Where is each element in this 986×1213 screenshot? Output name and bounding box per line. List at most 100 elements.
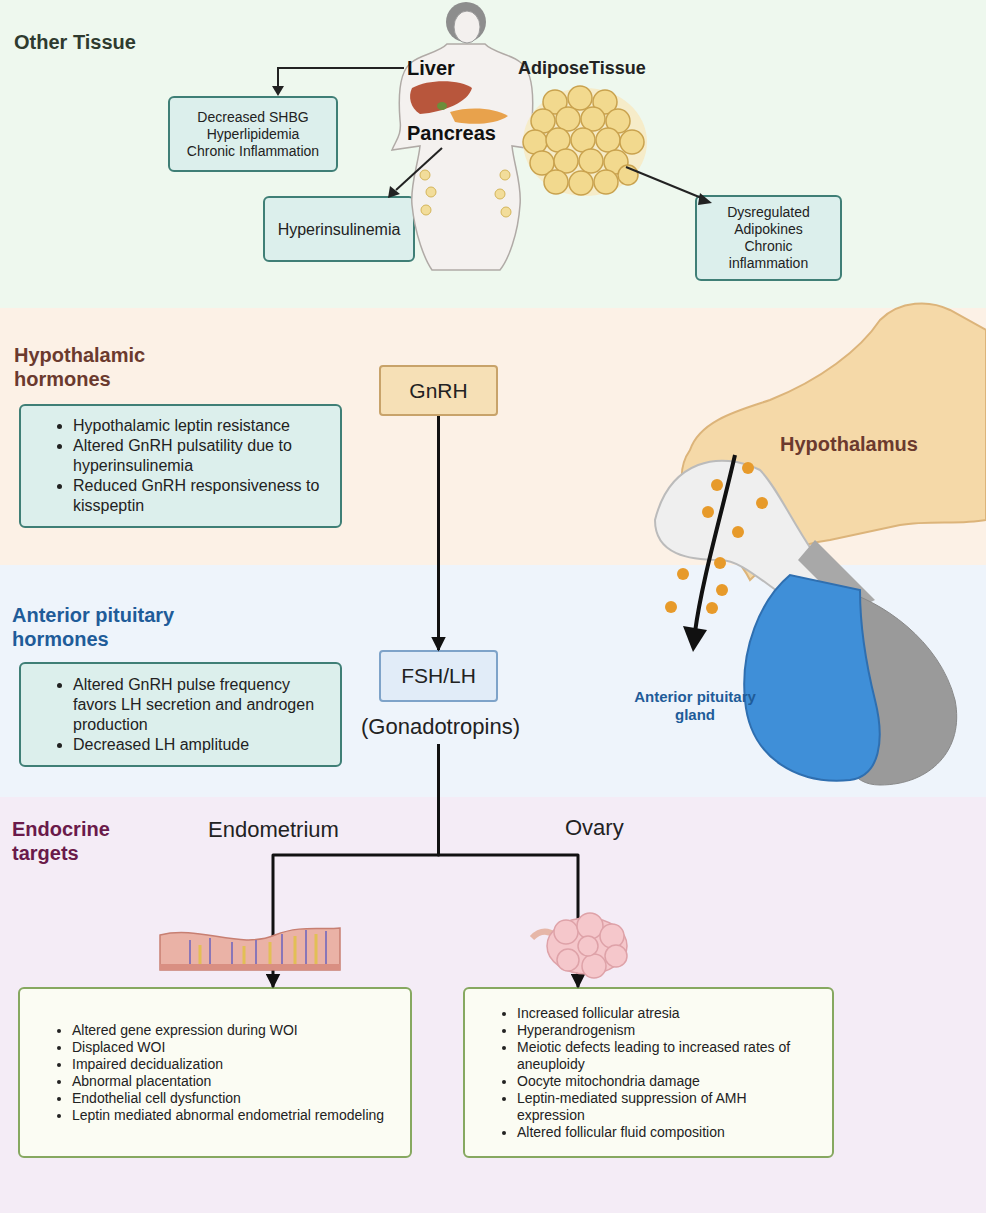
leader-arrowheads bbox=[272, 86, 712, 205]
box-text: Chronic Inflammation bbox=[187, 143, 319, 160]
endometrium-illustration-part-part bbox=[243, 946, 246, 966]
hypothalamus-illustration-part-part bbox=[706, 602, 718, 614]
connector-arrow bbox=[437, 416, 440, 650]
bullet-box: Increased follicular atresiaHyperandroge… bbox=[463, 987, 834, 1158]
box-caption: (Gonadotropins) bbox=[331, 714, 550, 740]
process-box: Dysregulated AdipokinesChronic inflammat… bbox=[695, 195, 842, 281]
bullet-item: Meiotic defects leading to increased rat… bbox=[517, 1039, 810, 1073]
bullet-list: Altered gene expression during WOIDispla… bbox=[20, 1022, 410, 1124]
section-heading: Hypothalamic hormones bbox=[14, 343, 184, 391]
adipose-illustration-part bbox=[606, 109, 630, 133]
adipose-illustration-part bbox=[581, 107, 605, 131]
ovary-illustration-part bbox=[532, 932, 556, 938]
adipose-illustration-part bbox=[579, 149, 603, 173]
endometrium-illustration-part-part bbox=[231, 942, 233, 968]
bullet-item: Hyperandrogenism bbox=[517, 1022, 810, 1039]
ovary-illustration bbox=[532, 913, 627, 978]
adipose-illustration-part bbox=[544, 170, 568, 194]
hypothalamus-illustration-part bbox=[798, 540, 875, 612]
ovary-illustration-part bbox=[578, 936, 598, 956]
ovary-illustration-part bbox=[554, 920, 578, 944]
section-heading: Endocrine targets bbox=[12, 817, 142, 865]
leader-arrows-part bbox=[396, 148, 442, 190]
section-band: Other TissueDecreased SHBGHyperlipidemia… bbox=[0, 0, 986, 308]
box-text: GnRH bbox=[409, 379, 467, 403]
adipose-illustration-part bbox=[594, 170, 618, 194]
adipose-illustration-part bbox=[618, 165, 638, 185]
endometrium-illustration-part bbox=[200, 934, 316, 966]
hypothalamus-illustration-part-part bbox=[742, 462, 754, 474]
bullet-item: Altered follicular fluid composition bbox=[517, 1124, 810, 1141]
adipose-illustration-part bbox=[546, 128, 570, 152]
bullet-item: Altered GnRH pulse frequency favors LH s… bbox=[73, 675, 322, 735]
part-label: Ovary bbox=[565, 815, 624, 841]
part-label: Liver bbox=[407, 56, 455, 80]
endometrium-illustration-part-part bbox=[255, 940, 257, 968]
adipose-illustration-part bbox=[593, 90, 617, 114]
ovary-illustration-part bbox=[605, 945, 627, 967]
bullet-item: Abnormal placentation bbox=[72, 1073, 388, 1090]
person-illustration-part bbox=[500, 170, 510, 180]
leader-arrowheads-part bbox=[272, 86, 284, 96]
endometrium-illustration-part bbox=[190, 930, 326, 968]
ovary-illustration-part bbox=[577, 913, 603, 939]
box-text: FSH/LH bbox=[401, 664, 476, 688]
ovary-illustration-part bbox=[547, 918, 627, 974]
adipose-illustration-part bbox=[556, 107, 580, 131]
hypothalamus-illustration-part-part bbox=[677, 568, 689, 580]
bullet-item: Displaced WOI bbox=[72, 1039, 388, 1056]
hypothalamus-illustration-part bbox=[683, 626, 707, 652]
person-illustration-part bbox=[454, 11, 480, 43]
adipose-illustration bbox=[523, 86, 647, 196]
process-box: Decreased SHBGHyperlipidemiaChronic Infl… bbox=[168, 96, 338, 172]
person-illustration-part bbox=[410, 81, 472, 114]
bullet-item: Increased follicular atresia bbox=[517, 1005, 810, 1022]
box-text: Chronic inflammation bbox=[715, 238, 822, 272]
leader-arrows-part bbox=[278, 68, 404, 88]
leader-arrows bbox=[278, 68, 704, 199]
ovary-illustration-part bbox=[582, 954, 606, 978]
adipose-illustration-part bbox=[523, 130, 547, 154]
adipose-illustration-part bbox=[530, 151, 554, 175]
person-illustration-part bbox=[495, 189, 505, 199]
box-text: Dysregulated Adipokines bbox=[715, 204, 822, 238]
hypothalamus-illustration-part-part bbox=[665, 601, 677, 613]
bullet-item: Hypothalamic leptin resistance bbox=[73, 416, 322, 436]
part-label: Anterior pituitary gland bbox=[630, 688, 760, 724]
hypothalamus-illustration-part-part bbox=[756, 497, 768, 509]
endometrium-illustration-part-part bbox=[209, 938, 211, 968]
adipose-illustration-part bbox=[571, 128, 595, 152]
endometrium-illustration-part-part bbox=[189, 940, 191, 968]
person-illustration bbox=[392, 2, 540, 270]
person-illustration-part bbox=[421, 205, 431, 215]
leader-arrowheads-part bbox=[388, 186, 400, 198]
bullet-item: Leptin-mediated suppression of AMH expre… bbox=[517, 1090, 810, 1124]
section-heading: Other Tissue bbox=[14, 30, 234, 54]
bullet-item: Impaired decidualization bbox=[72, 1056, 388, 1073]
endometrium-illustration-part-part bbox=[305, 930, 307, 968]
person-illustration-part bbox=[426, 187, 436, 197]
person-illustration-part bbox=[437, 102, 447, 110]
section-heading: Anterior pituitary hormones bbox=[12, 603, 212, 651]
bullet-item: Endothelial cell dysfunction bbox=[72, 1090, 388, 1107]
process-box: Hyperinsulinemia bbox=[263, 196, 415, 262]
endometrium-illustration-part-part bbox=[281, 934, 283, 968]
endometrium-illustration-part-part bbox=[325, 931, 327, 968]
person-illustration-part bbox=[420, 170, 430, 180]
section-band: Endocrine targetsAltered gene expression… bbox=[0, 797, 986, 1213]
endometrium-illustration-part-part bbox=[199, 945, 202, 966]
adipose-illustration-part bbox=[620, 130, 644, 154]
endometrium-illustration-part-part bbox=[294, 936, 297, 966]
bullet-box: Altered GnRH pulse frequency favors LH s… bbox=[19, 662, 342, 767]
hypothalamus-illustration-part-part bbox=[732, 526, 744, 538]
part-label: Pancreas bbox=[407, 121, 496, 145]
box-text: Hyperlipidemia bbox=[207, 126, 300, 143]
person-illustration-part bbox=[446, 2, 486, 42]
part-label: Hypothalamus bbox=[780, 432, 918, 456]
part-label: Endometrium bbox=[208, 817, 339, 843]
bullet-item: Reduced GnRH responsiveness to kisspepti… bbox=[73, 476, 322, 516]
box-text: Hyperinsulinemia bbox=[278, 220, 401, 239]
